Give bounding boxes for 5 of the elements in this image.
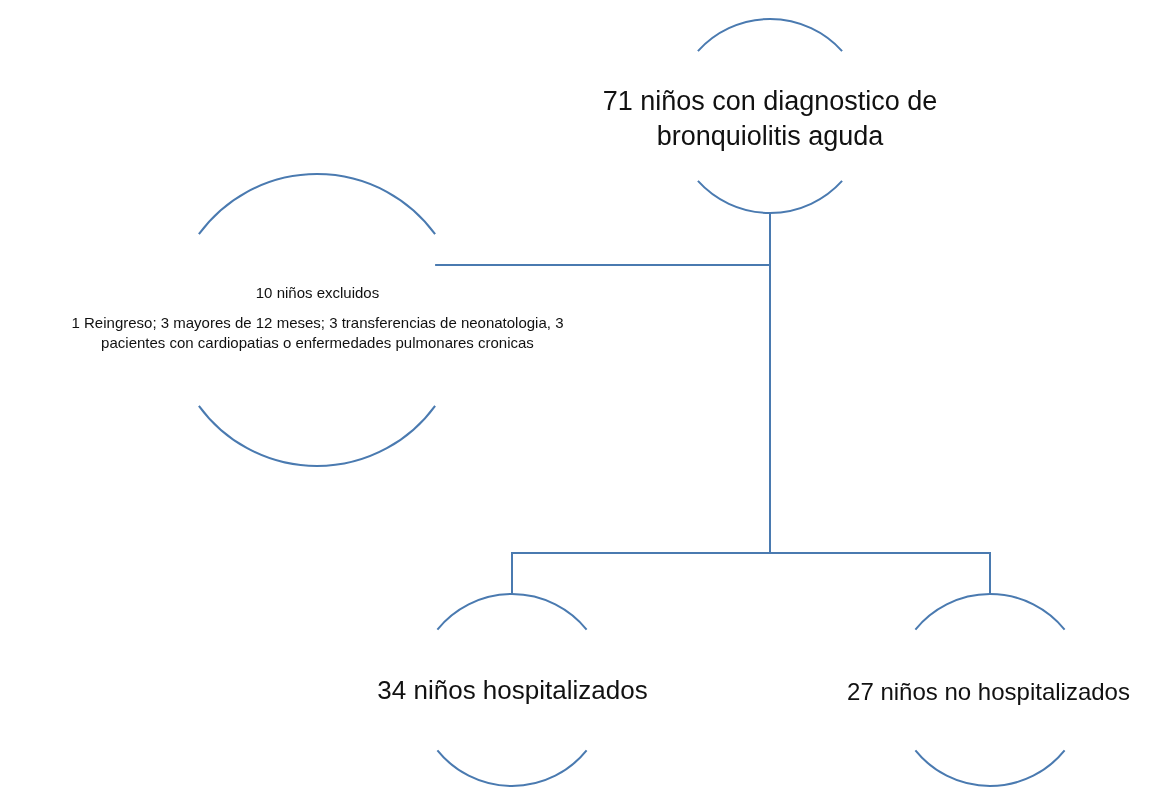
node-heading: 10 niños excluidos [254,283,381,303]
node-heading: 71 niños con diagnostico de bronquiolitis aguda [601,85,939,154]
node-description: 1 Reingreso; 3 mayores de 12 meses; 3 transferencias de neonatologia, 3 pacientes con cardiopatias o enfermedades pulmonares cronicas [70,313,565,352]
node-heading: 34 niños hospitalizados [376,674,649,707]
node-heading: 27 niños no hospitalizados [846,677,1131,707]
